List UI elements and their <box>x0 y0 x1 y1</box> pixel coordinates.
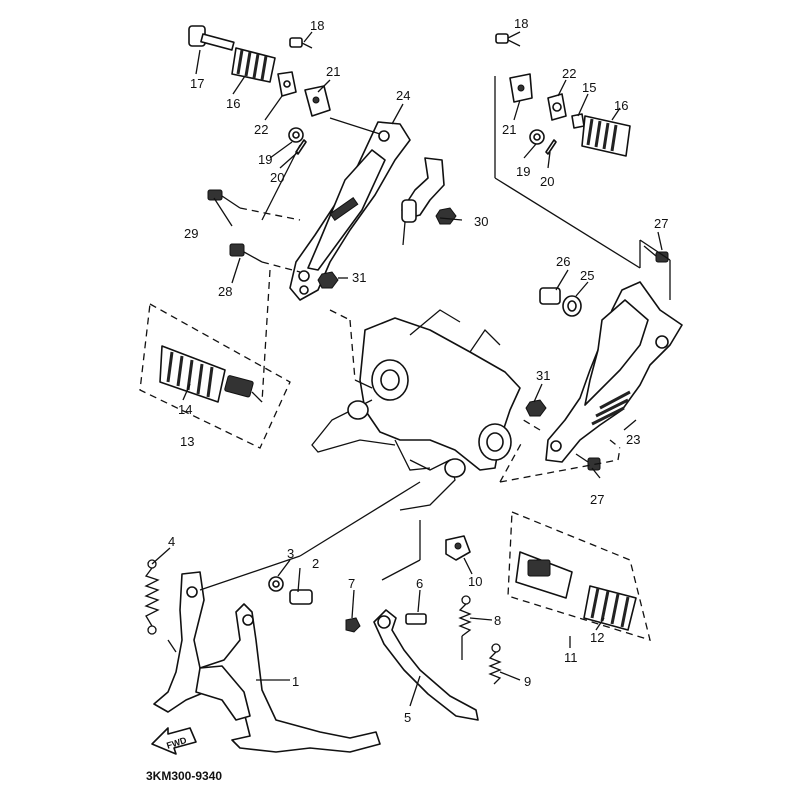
callout-6: 6 <box>416 576 423 591</box>
side-stand-5 <box>373 609 479 721</box>
callout-8: 8 <box>494 613 501 628</box>
callout-3: 3 <box>287 546 294 561</box>
callout-22-left: 22 <box>254 122 268 137</box>
fwd-arrow-icon: FWD <box>151 727 197 755</box>
callout-19-right: 19 <box>516 164 530 179</box>
washer-bolt-2-3 <box>268 576 313 605</box>
callout-30: 30 <box>474 214 488 229</box>
callout-9: 9 <box>524 674 531 689</box>
callout-21-left: 21 <box>326 64 340 79</box>
callout-20-left: 20 <box>270 170 284 185</box>
right-front-footrest-11 <box>507 511 651 641</box>
side-stand-hardware <box>345 535 471 633</box>
callout-12: 12 <box>590 630 604 645</box>
callout-10: 10 <box>468 574 482 589</box>
callout-4: 4 <box>168 534 175 549</box>
left-front-footrest-13 <box>139 302 291 449</box>
callout-14: 14 <box>178 402 192 417</box>
callout-11: 11 <box>564 650 578 665</box>
callout-18-right: 18 <box>514 16 528 31</box>
callout-31-left: 31 <box>352 270 366 285</box>
callout-19-left: 19 <box>258 152 272 167</box>
bolts-27 <box>575 245 669 471</box>
callout-27-top: 27 <box>654 216 668 231</box>
callout-26: 26 <box>556 254 570 269</box>
diagram-code: 3KM300-9340 <box>146 769 222 783</box>
callout-21-right: 21 <box>502 122 516 137</box>
leader-lines <box>151 31 671 707</box>
callout-15: 15 <box>582 80 596 95</box>
callout-20-right: 20 <box>540 174 554 189</box>
callout-16-right: 16 <box>614 98 628 113</box>
callout-2: 2 <box>312 556 319 571</box>
nuts <box>317 207 547 417</box>
callout-28: 28 <box>218 284 232 299</box>
callout-1: 1 <box>292 674 299 689</box>
callout-23: 23 <box>626 432 640 447</box>
callout-31-right: 31 <box>536 368 550 383</box>
callout-22-right: 22 <box>562 66 576 81</box>
spacer-parts <box>539 287 582 317</box>
callout-27-bottom: 27 <box>590 492 604 507</box>
callout-labels: 1 2 3 4 5 6 7 8 9 10 11 12 13 14 15 16 1… <box>168 16 668 725</box>
springs-8-9 <box>458 595 502 685</box>
left-footrest-bracket-24 <box>289 121 411 301</box>
left-rear-footpeg-group <box>188 25 331 155</box>
right-rear-footpeg-group <box>495 33 631 157</box>
callout-13: 13 <box>180 434 194 449</box>
master-cylinder-mount <box>401 157 445 246</box>
callout-29: 29 <box>184 226 198 241</box>
main-stand-1 <box>153 571 381 753</box>
callout-16-left: 16 <box>226 96 240 111</box>
bolts-28-29 <box>207 189 263 263</box>
callout-7: 7 <box>348 576 355 591</box>
spring-4 <box>144 559 160 635</box>
frame-section <box>311 309 521 511</box>
callout-18-left: 18 <box>310 18 324 33</box>
callout-25: 25 <box>580 268 594 283</box>
callout-5: 5 <box>404 710 411 725</box>
callout-17: 17 <box>190 76 204 91</box>
right-footrest-bracket-23 <box>545 281 683 463</box>
callout-24: 24 <box>396 88 410 103</box>
